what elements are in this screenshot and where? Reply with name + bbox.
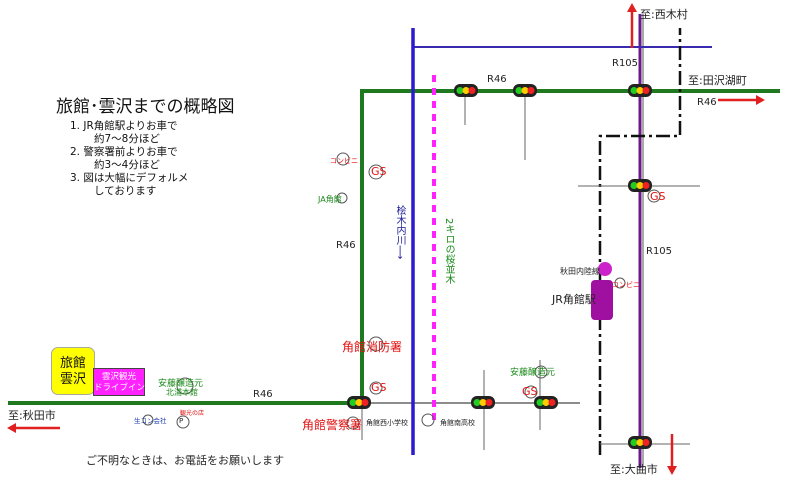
ja-marker-icon	[336, 192, 348, 204]
ryokan-marker[interactable]: 旅館 雲沢	[51, 347, 95, 395]
arrow-east-icon	[718, 95, 765, 105]
map-title: 旅館･雲沢までの概略図	[56, 97, 235, 117]
map-notes: 1. JR角館駅よりお車で 約7～8分ほど 2. 警察署前よりお車で 約3～4分…	[70, 120, 189, 197]
dest-omagari: 至:大曲市	[610, 463, 658, 476]
school-marker-icon	[421, 413, 435, 427]
station-circle-icon	[598, 262, 612, 276]
conveni-label: コンビニ	[330, 157, 358, 165]
fire-station-label: 角館消防署	[342, 340, 403, 354]
school-left-label: 角館西小学校	[366, 419, 408, 427]
station-marker-icon	[591, 280, 613, 320]
gs-marker-icon	[524, 385, 538, 399]
gs-label: GS	[371, 381, 387, 394]
gs-label: GS	[650, 190, 666, 203]
parking-marker-icon	[176, 415, 190, 429]
drivein-marker: 雲沢観光 ドライブイン	[93, 368, 145, 396]
kanko-store-label: 観光の店	[180, 410, 205, 417]
ando-marker-icon	[534, 365, 548, 379]
gs-label: GS	[371, 165, 387, 178]
sakura-label: 2キロの桜並木	[443, 218, 454, 285]
traffic-light-icon	[628, 84, 652, 97]
traffic-light-icon	[628, 436, 652, 449]
gs-label: GS	[522, 385, 538, 398]
seikon-marker-icon	[142, 414, 154, 426]
arrow-north-icon	[627, 3, 637, 48]
station-label: JR角館駅	[552, 293, 596, 306]
river-label: 桧木内川⟶	[394, 205, 405, 260]
traffic-light-icon	[471, 396, 495, 409]
ando-marker-icon	[176, 377, 194, 395]
police-label: 角館警察署	[302, 418, 363, 432]
map-footer: ご不明なときは、お電話をお願いします	[86, 454, 284, 467]
ando-left-label-1: 安藤醸造元	[158, 379, 204, 389]
dest-nishikimura: 至:西木村	[640, 8, 688, 21]
road-label-r105: R105	[646, 246, 673, 257]
dest-tazawako: 至:田沢湖町	[688, 74, 747, 87]
traffic-light-icon	[628, 179, 652, 192]
arrow-west-icon	[7, 423, 60, 433]
ando-right-label: 安藤醸造元	[510, 368, 556, 378]
gs-marker-icon	[369, 381, 383, 395]
conveni-label: コンビニ	[612, 281, 640, 289]
road-label-r105: R105	[612, 58, 639, 69]
ja-label: JA角館	[318, 195, 342, 204]
gs-marker-icon	[368, 164, 384, 180]
road-label-r46: R46	[697, 97, 717, 108]
fire-marker-icon	[368, 336, 384, 352]
road-label-r46: R46	[253, 389, 273, 400]
traffic-light-icon	[347, 396, 371, 409]
road-label-r46: R46	[336, 240, 356, 251]
dest-akita: 至:秋田市	[8, 409, 56, 422]
road-label-r46: R46	[487, 74, 507, 85]
conveni-marker-icon	[336, 152, 350, 166]
conveni-marker-icon	[614, 277, 626, 289]
akita-nairiku-label: 秋田内陸線	[560, 267, 600, 276]
gs-marker-icon	[647, 189, 661, 203]
traffic-light-icon	[513, 84, 537, 97]
school-marker-icon	[346, 416, 360, 430]
school-right-label: 角館南高校	[440, 419, 475, 427]
ando-left-label-2: 北浦本館	[166, 388, 198, 397]
seikon-label: 生コン会社	[134, 417, 167, 425]
traffic-light-icon	[534, 396, 558, 409]
traffic-light-icon	[454, 84, 478, 97]
arrow-south-icon	[667, 434, 677, 475]
parking-label: P	[179, 417, 184, 425]
